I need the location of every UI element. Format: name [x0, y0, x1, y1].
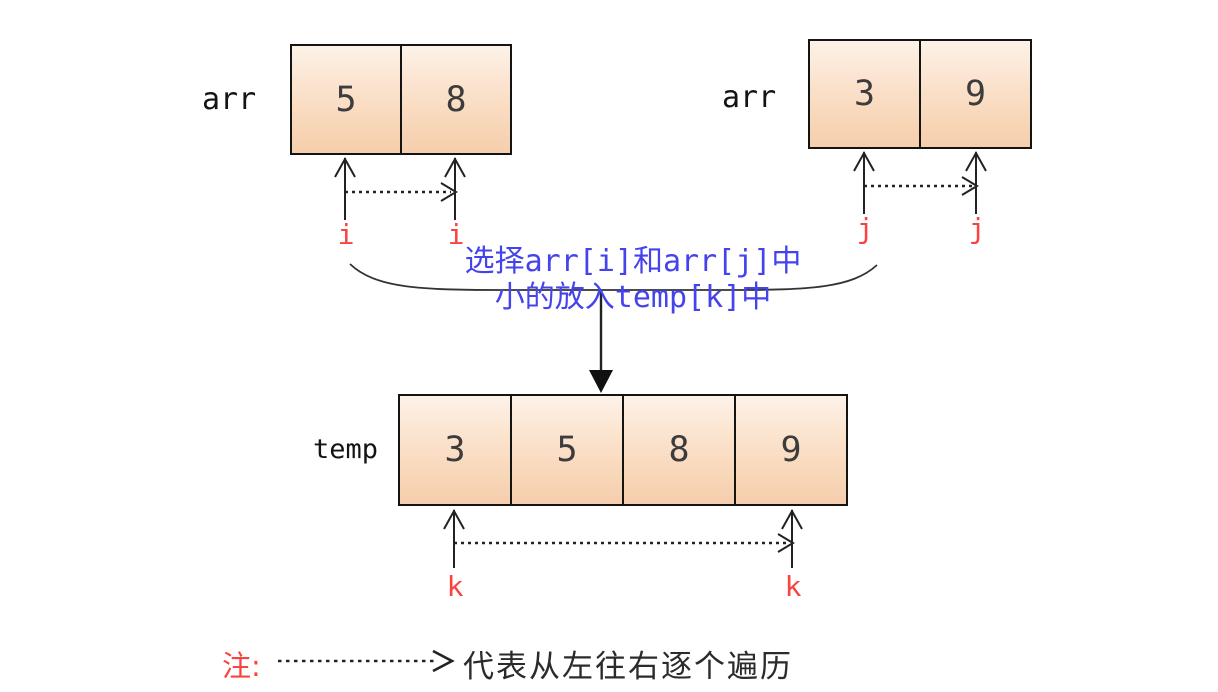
pointer-label-i: i: [337, 218, 355, 251]
pointer-label-j: j: [856, 212, 874, 245]
right-array-label: arr: [722, 80, 777, 115]
up-arrow-icon: [965, 150, 987, 214]
right-array-box: 3 9: [808, 39, 1032, 149]
chevron-right-icon: [961, 176, 979, 196]
up-arrow-icon: [443, 508, 465, 568]
temp-array-label: temp: [313, 434, 379, 465]
array-cell: 9: [921, 41, 1030, 147]
array-cell: 8: [402, 46, 510, 153]
temp-pointer-arrows: [443, 508, 803, 568]
array-cell: 9: [736, 396, 846, 504]
right-pointer-arrows: [853, 150, 987, 214]
left-pointer-arrows: [334, 156, 466, 220]
up-arrow-icon: [781, 508, 803, 568]
merge-annotation: 选择arr[i]和arr[j]中 小的放入temp[k]中: [465, 244, 802, 316]
left-array-label: arr: [202, 82, 257, 117]
note-text: 代表从左往右逐个遍历: [463, 649, 793, 685]
left-array-box: 5 8: [290, 44, 512, 155]
up-arrow-icon: [853, 150, 875, 214]
array-cell: 8: [624, 396, 736, 504]
array-cell: 3: [400, 396, 512, 504]
array-cell: 5: [512, 396, 624, 504]
chevron-right-icon: [777, 533, 795, 553]
merge-annotation-line1: 选择arr[i]和arr[j]中: [464, 244, 802, 279]
up-arrow-icon: [444, 156, 466, 220]
pointer-label-j: j: [968, 212, 986, 245]
merge-annotation-line2: 小的放入temp[k]中: [494, 280, 772, 315]
pointer-label-k: k: [784, 570, 802, 603]
note-prefix: 注:: [222, 649, 261, 683]
up-arrow-icon: [334, 156, 356, 220]
array-cell: 5: [292, 46, 402, 153]
note-dotted-arrow: [278, 649, 455, 673]
chevron-right-icon: [440, 182, 458, 202]
pointer-label-k: k: [446, 570, 464, 603]
temp-array-box: 3 5 8 9: [398, 394, 848, 506]
array-cell: 3: [810, 41, 921, 147]
pointer-label-i: i: [447, 218, 465, 251]
